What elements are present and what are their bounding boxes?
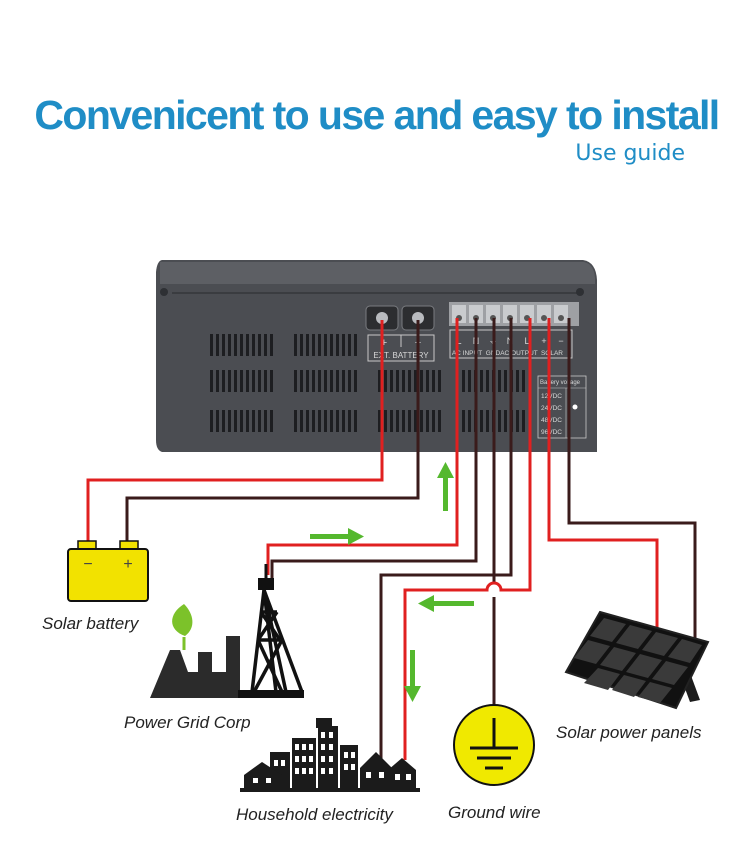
battery-voltage-table: Battery voltage 12VDC 24VDC 48VDC 96VDC bbox=[537, 375, 587, 439]
battery-voltage-option-3: 48VDC bbox=[541, 417, 562, 424]
battery-minus-symbol: − bbox=[83, 556, 92, 573]
wire-solar-negative bbox=[567, 318, 697, 648]
battery-voltage-option-1: 12VDC bbox=[541, 393, 562, 400]
battery-plus-symbol: + bbox=[123, 556, 132, 573]
battery-voltage-option-4: 96VDC bbox=[541, 429, 562, 436]
ground-icon bbox=[453, 704, 535, 786]
wires bbox=[86, 318, 697, 760]
battery-voltage-title: Battery voltage bbox=[540, 380, 581, 386]
inverter-device: + − EXT. BATTERY L N ⏚ bbox=[156, 260, 597, 452]
solar-battery-icon: − + bbox=[67, 540, 149, 602]
solar-panel-icon bbox=[564, 610, 710, 710]
wire-ac-input-n bbox=[270, 318, 478, 578]
ext-battery-terminals: + − EXT. BATTERY bbox=[365, 305, 435, 362]
vents bbox=[210, 334, 525, 432]
terminal-group-ac-input: AC INPUT bbox=[452, 350, 482, 357]
terminal-block: L N ⏚ N L + − AC INPUT GND AC OUTPUT SOL… bbox=[449, 302, 579, 359]
terminal-letter-7: − bbox=[558, 336, 563, 346]
battery-voltage-selected-dot bbox=[572, 404, 578, 410]
wire-ac-output-l bbox=[403, 318, 532, 760]
battery-voltage-option-2: 24VDC bbox=[541, 405, 562, 412]
terminal-letter-6: + bbox=[541, 336, 546, 346]
wire-solar-positive bbox=[547, 318, 659, 628]
label-solar-panels: Solar power panels bbox=[556, 723, 702, 742]
terminal-group-ac-output: AC OUTPUT bbox=[500, 350, 538, 357]
arrow-down-icon bbox=[404, 650, 421, 702]
wire-ac-input-l bbox=[266, 318, 459, 575]
terminal-letter-5: L bbox=[524, 336, 529, 346]
ext-battery-label: EXT. BATTERY bbox=[373, 351, 429, 360]
power-grid-icon bbox=[150, 564, 304, 698]
flow-arrows bbox=[310, 462, 474, 702]
arrow-right-icon bbox=[310, 528, 364, 545]
label-power-grid: Power Grid Corp bbox=[124, 713, 251, 732]
wire-battery-positive bbox=[86, 320, 384, 545]
arrow-left-icon bbox=[418, 595, 474, 612]
arrow-up-icon bbox=[437, 462, 454, 511]
terminal-letter-1: L bbox=[456, 336, 461, 346]
terminal-group-solar: SOLAR bbox=[541, 350, 563, 357]
household-icon bbox=[240, 718, 420, 792]
ext-battery-plus-label: + bbox=[381, 337, 387, 349]
label-ground-wire: Ground wire bbox=[448, 803, 541, 822]
wire-ac-output-n bbox=[379, 318, 513, 760]
page-subtitle: Use guide bbox=[575, 141, 685, 166]
label-household: Household electricity bbox=[236, 805, 393, 824]
wire-battery-negative bbox=[125, 320, 420, 545]
label-solar-battery: Solar battery bbox=[42, 614, 139, 633]
page-title: Convenicent to use and easy to install bbox=[34, 92, 720, 138]
